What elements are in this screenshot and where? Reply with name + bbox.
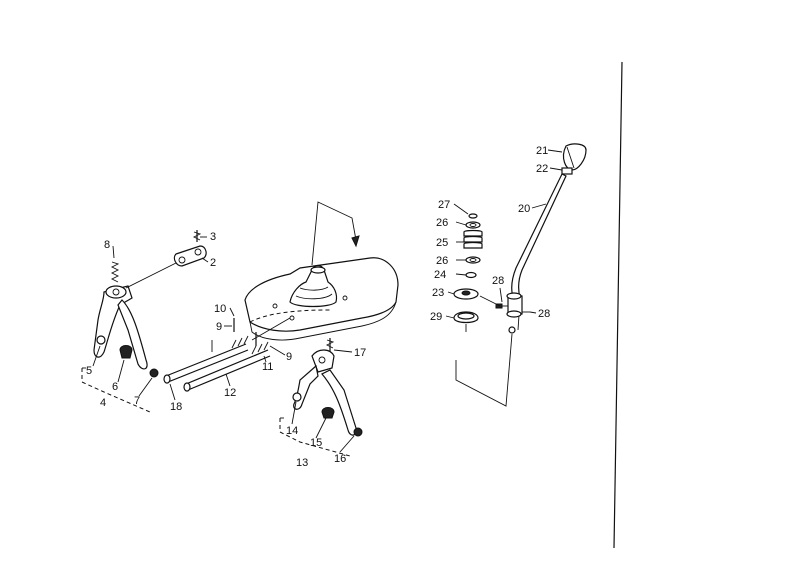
label-part-2: 2 xyxy=(210,257,216,269)
label-part-21: 21 xyxy=(536,145,548,157)
label-part-27: 27 xyxy=(438,199,450,211)
shift-rails xyxy=(163,318,271,392)
label-part-20: 20 xyxy=(518,203,530,215)
label-part-3: 3 xyxy=(210,231,216,243)
label-part-4: 4 xyxy=(100,397,106,409)
label-part-22: 22 xyxy=(536,163,548,175)
label-part-25: 25 xyxy=(436,237,448,249)
center-shift-fork xyxy=(292,338,363,437)
label-part-10: 10 xyxy=(214,303,226,315)
label-part-28a: 28 xyxy=(492,275,504,287)
label-part-24: 24 xyxy=(434,269,446,281)
label-part-17: 17 xyxy=(354,347,366,359)
lever-callout-line xyxy=(455,333,513,407)
label-part-9a: 9 xyxy=(216,321,222,333)
label-part-13: 13 xyxy=(296,457,308,469)
group-bracket-4 xyxy=(81,367,151,413)
group-bracket-13 xyxy=(279,417,351,457)
assembly-arrow xyxy=(311,201,357,266)
transmission-cover xyxy=(244,257,399,341)
label-part-23: 23 xyxy=(432,287,444,299)
label-part-7: 7 xyxy=(134,395,140,407)
label-part-16: 16 xyxy=(334,453,346,465)
label-part-28b: 28 xyxy=(538,308,550,320)
page-border-line xyxy=(613,61,623,549)
label-part-18: 18 xyxy=(170,401,182,413)
label-part-26b: 26 xyxy=(436,255,448,267)
left-shift-fork xyxy=(93,261,159,378)
label-part-6: 6 xyxy=(112,381,118,393)
label-part-5: 5 xyxy=(86,365,92,377)
label-part-9b: 9 xyxy=(286,351,292,363)
detent-block xyxy=(173,230,207,267)
label-part-26a: 26 xyxy=(436,217,448,229)
label-part-29: 29 xyxy=(430,311,442,323)
leader-lines xyxy=(92,149,563,453)
label-part-12: 12 xyxy=(224,387,236,399)
label-part-14: 14 xyxy=(286,425,298,437)
label-part-11: 11 xyxy=(262,361,273,373)
label-part-8: 8 xyxy=(104,239,110,251)
label-part-15: 15 xyxy=(310,437,322,449)
shift-lever-assembly xyxy=(453,143,587,334)
part-labels: 3 2 8 5 6 7 4 18 12 11 9 10 9 17 14 15 1… xyxy=(86,145,550,469)
